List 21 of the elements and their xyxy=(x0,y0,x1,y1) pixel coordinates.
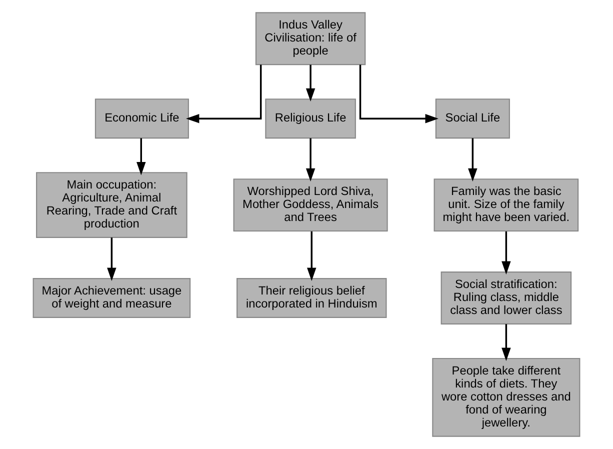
arrow xyxy=(502,231,511,274)
node-box: Economic Life xyxy=(94,98,189,139)
arrow xyxy=(307,231,316,281)
arrow xyxy=(186,64,262,124)
node-box: Religious Life xyxy=(265,98,356,139)
arrow xyxy=(502,324,511,361)
arrow xyxy=(306,138,316,182)
arrow xyxy=(359,64,438,124)
node-box: Major Achievement: usage of weight and measure xyxy=(32,278,191,318)
arrow xyxy=(306,64,316,102)
node-box: Worshipped Lord Shiva, Mother Goddess, Animals and Trees xyxy=(233,178,388,232)
node-box: Social Life xyxy=(435,98,510,139)
arrow xyxy=(468,138,478,182)
arrow xyxy=(136,138,146,176)
node-box: Indus Valley Civilisation: life of people xyxy=(255,12,366,66)
arrow xyxy=(107,238,116,281)
node-box: Social stratification: Ruling class, middle class and lower class xyxy=(440,272,572,324)
node-box: Main occupation: Agriculture, Animal Rearing, Trade and Craft production xyxy=(36,172,188,238)
node-box: Their religious belief incorporated in Hinduism xyxy=(236,278,387,318)
node-box: Family was the basic unit. Size of the family might have been varied. xyxy=(434,178,579,232)
node-box: People take different kinds of diets. They wore cotton dresses and fond of wearing jewellery. xyxy=(432,358,580,437)
